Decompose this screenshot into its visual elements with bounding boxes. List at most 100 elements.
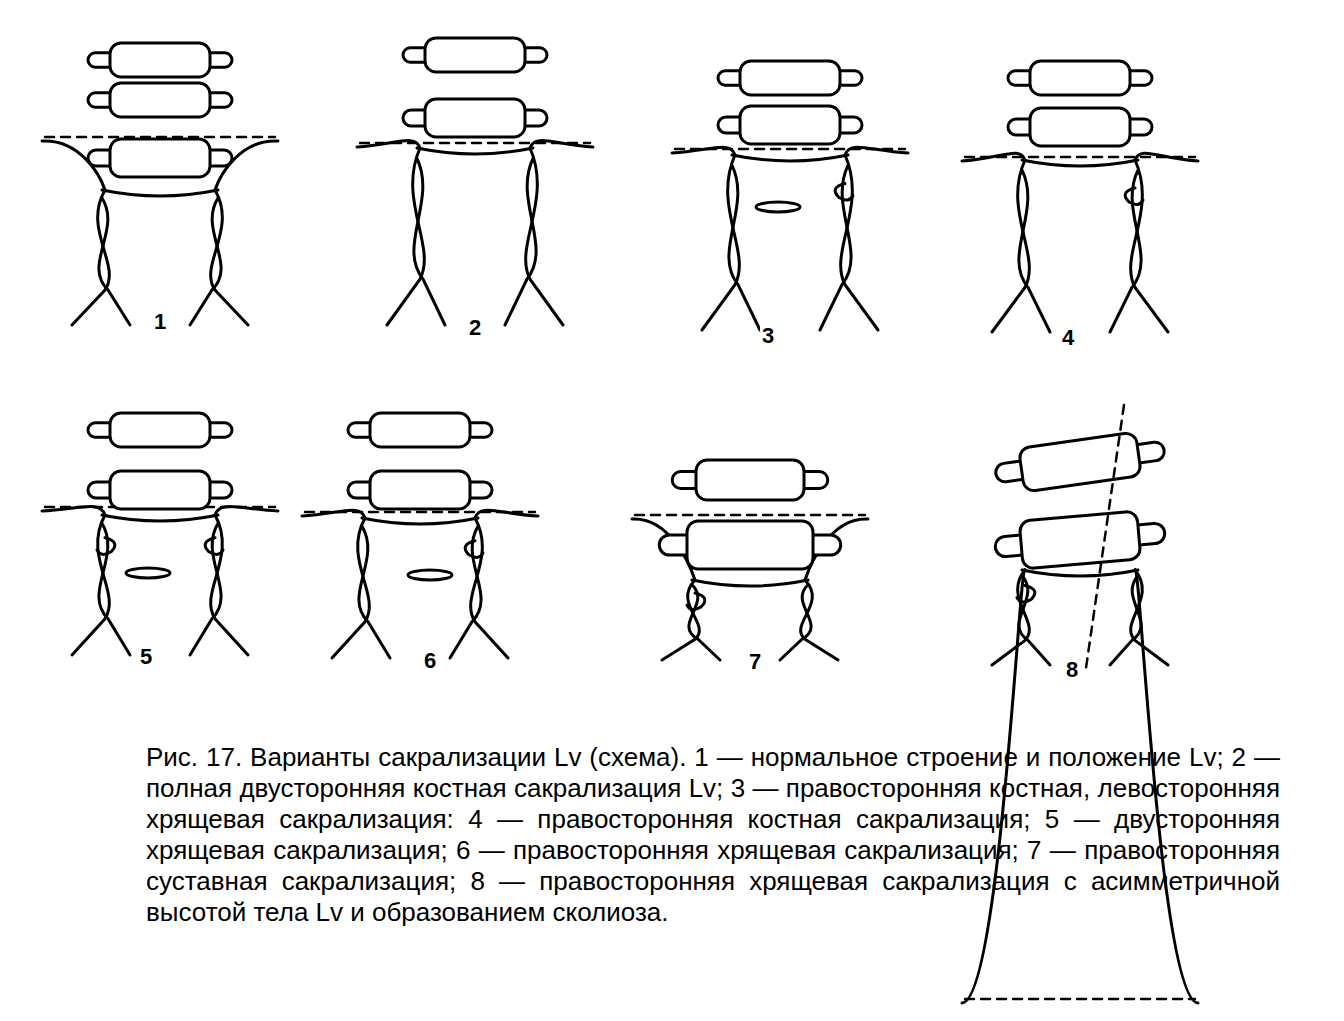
sacroiliac-joint xyxy=(72,515,109,655)
iliac-crest xyxy=(672,147,735,155)
fusion-mark xyxy=(97,538,115,555)
axis-line xyxy=(1086,405,1124,668)
sacroiliac-joint xyxy=(211,190,248,325)
sacroiliac-joint xyxy=(505,158,536,325)
vertebra xyxy=(88,83,232,117)
figure-caption: Рис. 17. Варианты сакрализации Lv (схема… xyxy=(146,742,1280,928)
sacroiliac-joint xyxy=(359,526,390,658)
callout-number: 1 xyxy=(152,311,168,333)
intercrest-line xyxy=(635,514,865,517)
vertebral-body xyxy=(740,61,840,95)
rudimentary-disc xyxy=(408,570,452,580)
sacralization-variant xyxy=(357,38,593,325)
callout-number: 4 xyxy=(1060,327,1076,349)
iliac-crest xyxy=(845,147,908,155)
vertebral-body xyxy=(687,521,813,569)
sacroiliac-joint xyxy=(801,580,838,660)
callout-number: 3 xyxy=(760,325,776,347)
vertebra xyxy=(993,428,1167,495)
intercrest-line xyxy=(965,998,1195,1001)
vertebra xyxy=(348,471,492,509)
iliac-crest xyxy=(1135,153,1198,161)
fusion-mark xyxy=(1125,188,1143,205)
sacrum-base xyxy=(1022,160,1138,166)
vertebral-body xyxy=(110,83,210,117)
sacrum-base xyxy=(1022,570,1138,576)
callout-number: 2 xyxy=(467,317,483,339)
callout-number: 8 xyxy=(1064,659,1080,681)
sacralization-variant xyxy=(962,405,1198,1003)
sacroiliac-joint xyxy=(332,518,369,658)
vertebral-body xyxy=(370,471,470,509)
vertebral-body xyxy=(370,413,470,447)
vertebra xyxy=(88,413,232,447)
sacralization-variant xyxy=(632,460,868,660)
iliac-crest xyxy=(962,153,1025,161)
sacroiliac-joint xyxy=(1110,576,1141,665)
vertebra xyxy=(659,521,840,569)
vertebra xyxy=(88,139,232,177)
sacrum-base xyxy=(417,148,533,154)
iliac-crest xyxy=(475,510,538,518)
vertebral-body xyxy=(696,460,804,500)
vertebral-body xyxy=(1019,511,1141,569)
sacralization-variant xyxy=(302,413,538,658)
vertebral-body xyxy=(1030,108,1130,146)
fusion-mark xyxy=(1017,585,1035,602)
sacroiliac-joint xyxy=(211,515,248,655)
sacroiliac-joint xyxy=(1131,160,1168,332)
vertebral-body xyxy=(110,139,210,177)
sacroiliac-joint xyxy=(190,198,221,325)
vertebra xyxy=(88,43,232,77)
vertebra xyxy=(1008,108,1152,146)
vertebra xyxy=(1008,61,1152,95)
sacralization-variant xyxy=(962,61,1198,332)
sacralization-variant xyxy=(42,413,278,655)
sacroiliac-joint xyxy=(526,148,563,325)
sacroiliac-joint xyxy=(992,570,1029,665)
sacroiliac-joint xyxy=(72,190,109,325)
sacralization-variant xyxy=(42,43,278,325)
callout-number: 5 xyxy=(138,646,154,668)
iliac-crest xyxy=(357,141,420,148)
fusion-mark xyxy=(205,538,223,555)
sacroiliac-joint xyxy=(471,518,508,658)
callout-number: 6 xyxy=(422,650,438,672)
fusion-mark xyxy=(465,541,483,558)
sacroiliac-joint xyxy=(992,160,1029,332)
iliac-crest xyxy=(302,510,365,518)
fusion-mark xyxy=(687,593,705,610)
sacrum-base xyxy=(102,515,218,521)
sacrum-base xyxy=(102,190,218,196)
iliac-crest xyxy=(42,506,105,515)
vertebral-body xyxy=(110,413,210,447)
sacroiliac-joint xyxy=(702,155,739,330)
vertebral-body xyxy=(1019,432,1142,492)
sacralization-variant xyxy=(672,61,908,330)
sacroiliac-joint xyxy=(387,148,424,325)
vertebral-body xyxy=(425,38,525,72)
sacroiliac-joint xyxy=(414,158,445,325)
vertebra xyxy=(993,509,1166,572)
vertebra xyxy=(403,38,547,72)
vertebral-body xyxy=(425,99,525,137)
vertebral-body xyxy=(1030,61,1130,95)
vertebra xyxy=(88,471,232,509)
fusion-mark xyxy=(835,184,853,201)
vertebra xyxy=(672,460,828,500)
sacrum-base xyxy=(732,155,848,161)
rudimentary-disc xyxy=(126,568,170,578)
sacroiliac-joint xyxy=(662,580,699,660)
vertebral-body xyxy=(110,43,210,77)
vertebra xyxy=(718,61,862,95)
vertebra xyxy=(403,99,547,137)
vertebra xyxy=(348,413,492,447)
sacroiliac-joint xyxy=(1131,570,1168,665)
callout-number: 7 xyxy=(747,651,763,673)
sacroiliac-joint xyxy=(99,198,130,325)
sacroiliac-joint xyxy=(1019,170,1050,332)
sacrum-base xyxy=(692,580,808,586)
iliac-crest xyxy=(215,506,278,515)
vertebral-body xyxy=(110,471,210,509)
sacroiliac-joint xyxy=(729,165,760,330)
